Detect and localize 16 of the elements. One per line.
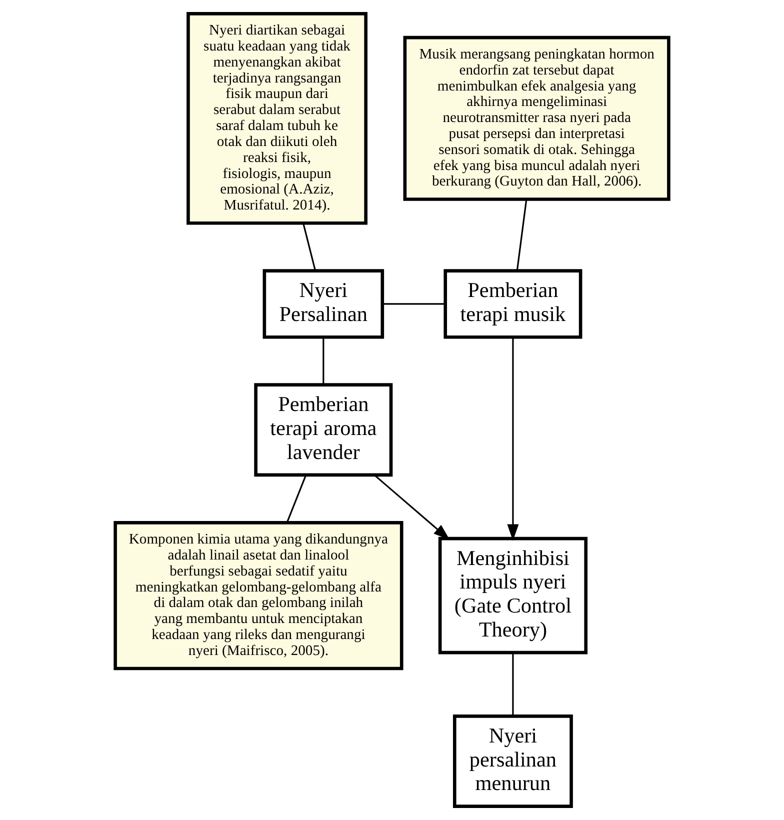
- arrow: [374, 474, 450, 540]
- node-box: Musik merangsang peningkatan hormon endorfin zat tersebut dapat menimbulkan efek analgesia yang akhirnya mengeliminasi neurotransmitter rasa nyeri pada pusat persepsi dan interpretasi sensori somatik di otak. Sehingga efek yang bisa muncul adalah nyeri berkurang (Guyton dan Hall, 2006).: [403, 36, 670, 201]
- node-box: Pemberian terapi musik: [444, 269, 582, 339]
- node-box: Nyeri persalinan menurun: [452, 714, 573, 808]
- connector: [286, 475, 307, 523]
- node-box: Pemberian terapi aroma lavender: [254, 383, 393, 477]
- connector: [382, 303, 446, 305]
- connector: [322, 338, 324, 385]
- node-box: Komponen kimia utama yang dikandungnya adalah linail asetat dan linalool berfungsi sebagai sedatif yaitu meningkatkan gelombang-gelombang alfa di dalam otak dan gelombang inilah yang membantu untuk menciptakan keadaan yang rileks dan mengurangi nyeri (Maifrisco, 2005).: [114, 521, 404, 670]
- connector: [302, 223, 316, 271]
- connector: [512, 653, 514, 716]
- arrow: [507, 337, 519, 541]
- connector: [516, 199, 528, 271]
- node-box: Nyeri diartikan sebagai suatu keadaan yang tidak menyenangkan akibat terjadinya rangsangan fisik maupun dari serabut dalam serabut saraf dalam tubuh ke otak dan diikuti oleh reaksi fisik, fisiologis, maupun emosional (A.Aziz, Musrifatul. 2014).: [186, 12, 368, 225]
- node-box: Menginhibisi impuls nyeri (Gate Control Theory): [438, 536, 588, 654]
- node-box: Nyeri Persalinan: [262, 269, 384, 339]
